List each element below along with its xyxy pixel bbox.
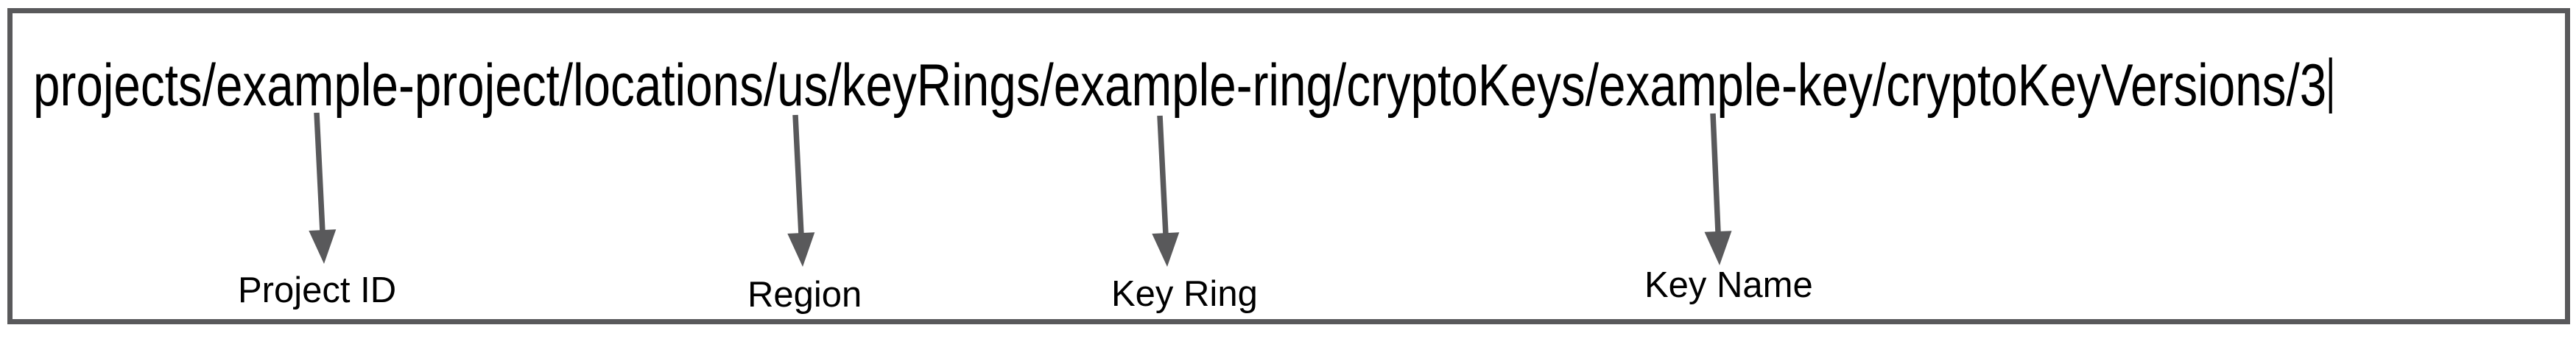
label-key-name: Key Name: [1644, 265, 1813, 305]
resource-path-field[interactable]: projects/example-project/locations/us/ke…: [7, 8, 2570, 324]
label-project-id: Project ID: [238, 270, 397, 310]
resource-path-line[interactable]: projects/example-project/locations/us/ke…: [33, 56, 2332, 116]
label-key-ring: Key Ring: [1111, 274, 1258, 314]
resource-path-text[interactable]: projects/example-project/locations/us/ke…: [33, 52, 2327, 119]
label-region: Region: [747, 275, 862, 315]
text-caret-icon: [2329, 57, 2332, 113]
